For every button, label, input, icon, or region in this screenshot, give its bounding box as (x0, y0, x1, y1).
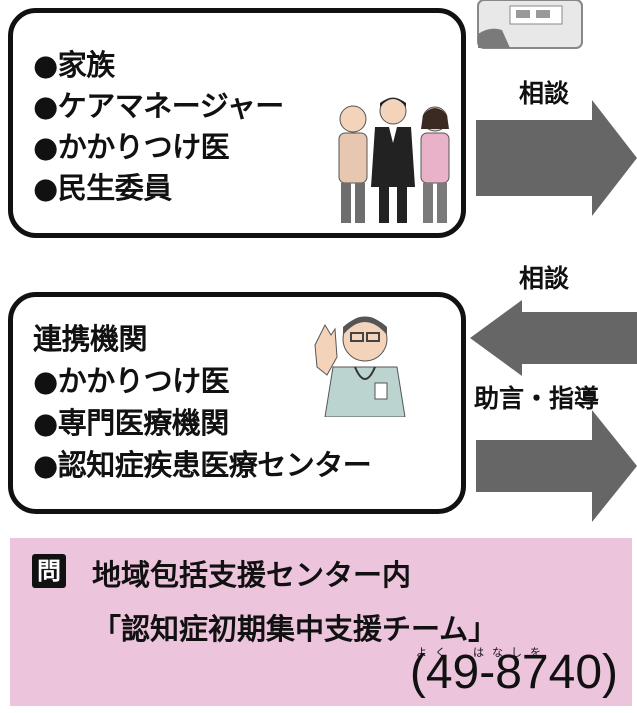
arrow-label-advice: 助言・指導 (474, 384, 600, 413)
phone-number: (49-8740) (409, 646, 618, 699)
group1-item: ●家族 (33, 48, 115, 82)
phone-reading: よく はなしを (416, 646, 549, 659)
arrow-label-consult-2: 相談 (519, 264, 570, 293)
desk-illustration (477, 0, 583, 49)
arrow-label-consult-1: 相談 (519, 79, 570, 108)
group2-item: ●かかりつけ医 (33, 364, 230, 398)
people-illustration (338, 97, 450, 223)
group2-item: ●認知症疾患医療センター (33, 448, 372, 482)
arrow-right-2 (476, 410, 637, 522)
nurse-illustration (314, 316, 406, 417)
group2-item: ●専門医療機関 (33, 406, 229, 440)
group1-item: ●民生委員 (33, 171, 172, 205)
family-group-box: ●家族 ●ケアマネージャー ●かかりつけ医 ●民生委員 (8, 8, 466, 238)
group2-heading: 連携機関 (33, 322, 148, 356)
contact-panel: 問 地域包括支援センター内 「認知症初期集中支援チーム」 よく はなしを (49… (10, 538, 632, 706)
partner-institutions-box: 連携機関 ●かかりつけ医 ●専門医療機関 ●認知症疾患医療センター (8, 292, 466, 514)
arrow-left (470, 300, 637, 376)
contact-line-2: 「認知症初期集中支援チーム」 (92, 612, 498, 646)
group1-item: ●ケアマネージャー (33, 89, 284, 123)
contact-line-1: 地域包括支援センター内 (92, 558, 412, 592)
inquiry-mark: 問 (32, 554, 66, 588)
group1-item: ●かかりつけ医 (33, 130, 230, 164)
arrow-right-1 (476, 100, 637, 216)
